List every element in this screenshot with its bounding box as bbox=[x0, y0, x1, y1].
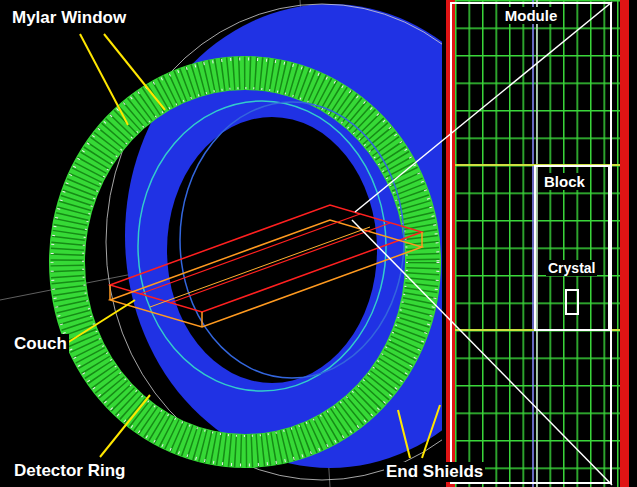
mylar-window bbox=[180, 102, 404, 378]
leader-line bbox=[100, 395, 150, 457]
crystal-grid bbox=[455, 0, 621, 487]
couch-bottom bbox=[110, 220, 422, 327]
module-box: ModuleBlockCrystal bbox=[450, 2, 612, 484]
block-box: BlockCrystal bbox=[534, 165, 610, 331]
leader-line bbox=[104, 34, 165, 110]
bore bbox=[167, 117, 377, 383]
leader-line bbox=[422, 405, 440, 458]
couch-rail bbox=[170, 223, 390, 303]
part-name: Module bbox=[503, 7, 560, 24]
part-label: End Shields bbox=[384, 462, 485, 482]
part-label: Detector Ring bbox=[12, 461, 127, 481]
detector-ring bbox=[49, 56, 441, 468]
couch-rail bbox=[150, 227, 370, 307]
part-label: Mylar Window bbox=[10, 8, 128, 28]
leader-line bbox=[398, 410, 410, 458]
zoom-line bbox=[352, 220, 612, 485]
ring-rim bbox=[83, 88, 407, 436]
couch-rail bbox=[140, 214, 360, 294]
crystal-outline bbox=[565, 289, 579, 315]
part-name: Crystal bbox=[546, 260, 597, 276]
part-name: Block bbox=[542, 173, 587, 190]
leader-line bbox=[67, 300, 135, 343]
couch-edge bbox=[109, 285, 111, 300]
couch-top bbox=[110, 205, 422, 312]
module-gap bbox=[536, 0, 538, 487]
crystal-box: Crystal bbox=[546, 259, 597, 315]
crystal-grid bbox=[455, 0, 621, 487]
ring-rim bbox=[52, 59, 438, 465]
zoom-panel bbox=[442, 0, 637, 487]
part-label: Couch bbox=[12, 334, 69, 354]
couch-edge bbox=[201, 312, 203, 327]
detector-blocks bbox=[67, 73, 423, 451]
couch-edge bbox=[421, 232, 423, 247]
mylar-window bbox=[138, 101, 386, 391]
shield-bar bbox=[620, 0, 629, 487]
leader-line bbox=[80, 34, 128, 125]
zoom-line bbox=[355, 2, 612, 212]
